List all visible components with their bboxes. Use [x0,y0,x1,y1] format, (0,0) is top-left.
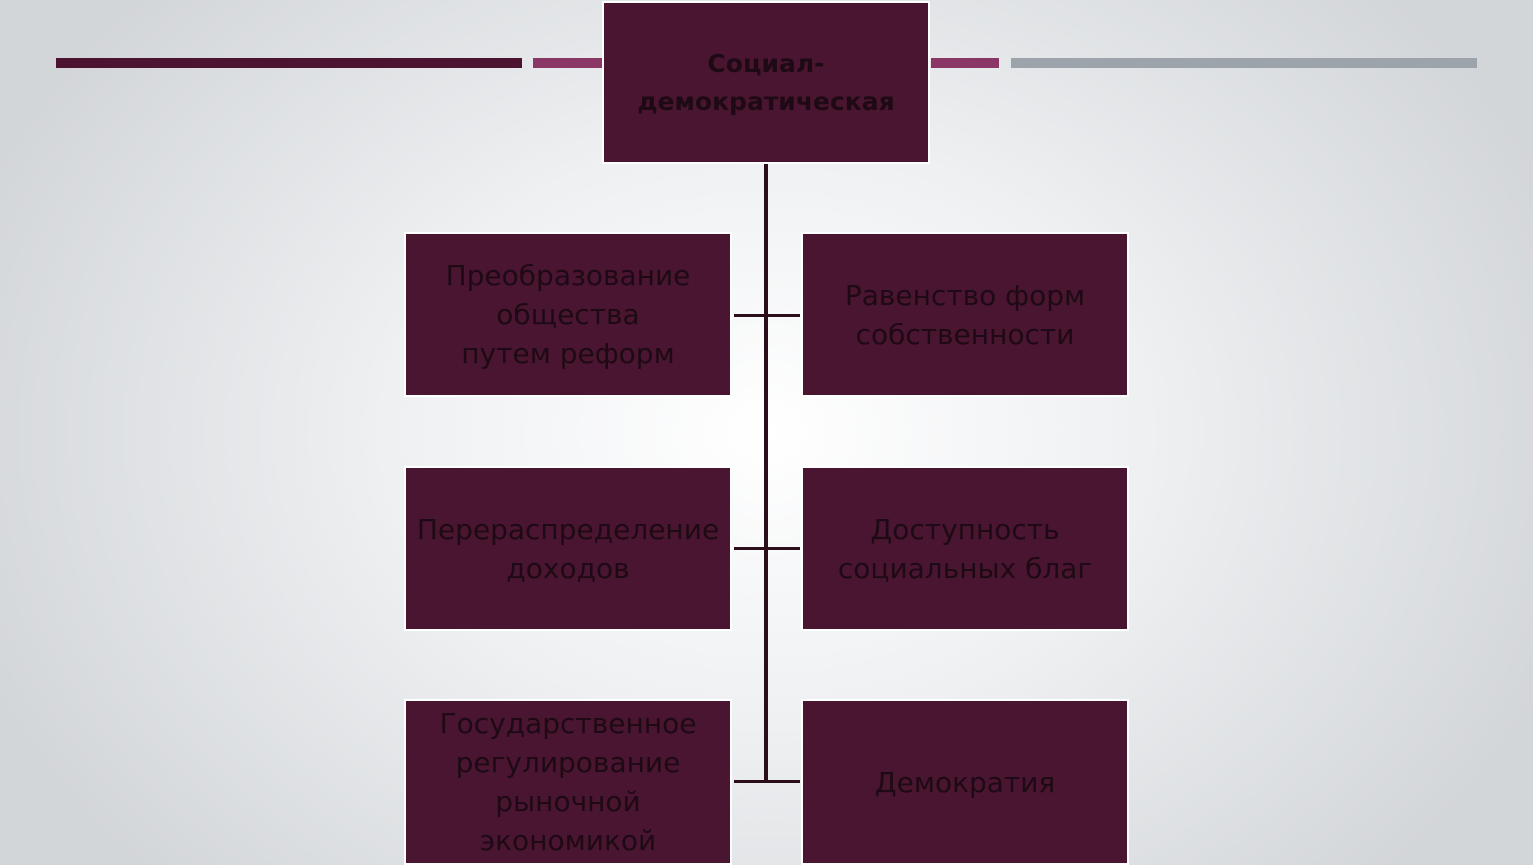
diagram-title: Социал- демократическая [637,48,895,116]
node-income-redistribution: Перераспределение доходов [404,466,732,631]
decorative-bar-left-dark [56,58,522,68]
connector-branch-3 [734,780,800,783]
node-label: Демократия [874,765,1056,799]
node-society-transformation: Преобразование общества путем реформ [404,232,732,397]
node-label: Равенство форм собственности [844,278,1086,351]
node-democracy: Демократия [801,699,1129,865]
node-label: Государственное регулирование рыночной э… [439,707,697,857]
decorative-bar-right-accent [931,58,999,68]
connector-branch-2 [734,547,800,550]
node-label: Преобразование общества путем реформ [445,259,691,370]
node-label: Доступность социальных благ [837,512,1093,585]
decorative-bar-right-gray [1011,58,1477,68]
connector-trunk [764,164,768,781]
node-state-regulation: Государственное регулирование рыночной э… [404,699,732,865]
node-label: Перераспределение доходов [416,512,720,585]
decorative-bar-left-accent [533,58,605,68]
diagram-title-box: Социал- демократическая [602,1,930,164]
connector-branch-1 [734,314,800,317]
node-social-goods-access: Доступность социальных благ [801,466,1129,631]
node-property-equality: Равенство форм собственности [801,232,1129,397]
